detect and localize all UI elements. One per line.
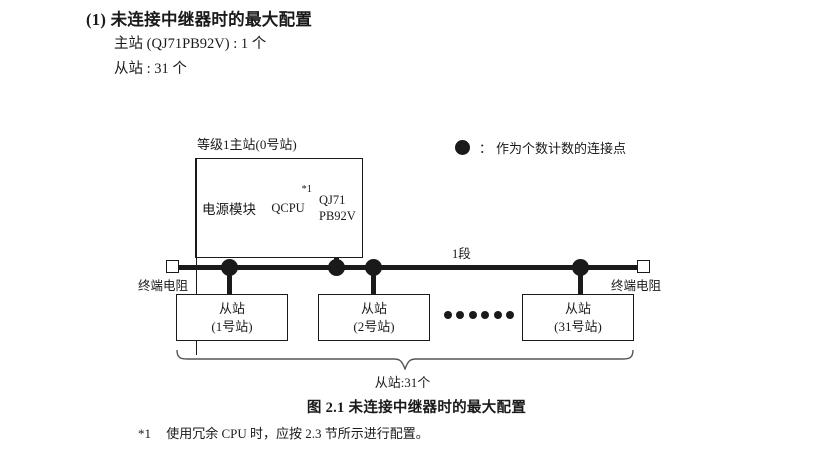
profibus-module-line2: PB92V — [319, 209, 356, 223]
slave-drop-stem — [578, 267, 583, 295]
spec-line-slave: 从站 : 31 个 — [114, 61, 187, 78]
profibus-master-module: QJ71 PB92V — [314, 159, 364, 257]
master-station-label: 等级1主站(0号站) — [197, 137, 297, 152]
cpu-module: QCPU *1 — [262, 159, 314, 257]
slave-station-title: 从站 — [360, 300, 387, 316]
slave-station-number: (31号站) — [554, 318, 602, 334]
cpu-module-label: QCPU — [271, 200, 305, 215]
slave-station-box: 从站 (1号站) — [176, 294, 288, 341]
page-title: (1) 未连接中继器时的最大配置 — [86, 10, 313, 29]
slave-station-number: (1号站) — [211, 318, 253, 334]
ellipsis-dot — [468, 311, 477, 319]
footnote-marker: *1 — [138, 426, 151, 441]
connection-node — [328, 258, 345, 276]
ellipsis-dot — [456, 311, 465, 319]
legend-label: 作为个数计数的连接点 — [496, 141, 627, 156]
terminal-resistor-right-icon — [637, 260, 650, 273]
ellipsis-dot — [481, 311, 490, 319]
slave-station-box: 从站 (2号站) — [318, 294, 430, 341]
footnote: *1 使用冗余 CPU 时，应按 2.3 节所示进行配置。 — [138, 423, 429, 442]
bus-trunk-line — [176, 264, 640, 270]
legend-separator: ： — [479, 141, 493, 156]
slave-drop-stem — [227, 267, 232, 295]
slave-count-brace — [176, 349, 634, 371]
figure-caption: 图 2.1 未连接中继器时的最大配置 — [306, 400, 527, 416]
terminal-resistor-right-label: 终端电阻 — [611, 279, 662, 293]
spec-line-master: 主站 (QJ71PB92V) : 1 个 — [114, 35, 267, 52]
ellipsis-dot — [444, 311, 452, 319]
legend: ： 作为个数计数的连接点 — [455, 138, 626, 157]
module-divider-1 — [196, 159, 197, 257]
terminal-resistor-left-icon — [166, 260, 179, 273]
ellipsis-dot — [505, 311, 514, 319]
power-supply-module: 电源模块 — [202, 202, 256, 217]
terminal-resistor-left-label: 终端电阻 — [138, 279, 189, 293]
cpu-footnote-marker: *1 — [301, 184, 313, 195]
slave-station-title: 从站 — [564, 300, 591, 316]
slave-drop-stem — [371, 267, 376, 295]
segment-label: 1段 — [452, 247, 471, 261]
slave-station-title: 从站 — [218, 300, 245, 316]
footnote-text: 使用冗余 CPU 时，应按 2.3 节所示进行配置。 — [166, 426, 429, 441]
slave-total-label: 从站:31个 — [374, 375, 431, 390]
ellipsis-dot — [493, 311, 502, 319]
connection-point-icon — [455, 140, 470, 155]
heading-block: (1) 未连接中继器时的最大配置 主站 (QJ71PB92V) : 1 个 从站… — [86, 8, 706, 83]
slave-station-number: (2号站) — [353, 318, 395, 334]
brace-shape-icon — [176, 349, 634, 371]
master-module-rack: 电源模块 QCPU *1 QJ71 PB92V — [195, 158, 364, 355]
ellipsis-dots — [444, 310, 514, 320]
profibus-module-line1: QJ71 — [319, 193, 346, 207]
slave-station-box: 从站 (31号站) — [522, 294, 634, 341]
